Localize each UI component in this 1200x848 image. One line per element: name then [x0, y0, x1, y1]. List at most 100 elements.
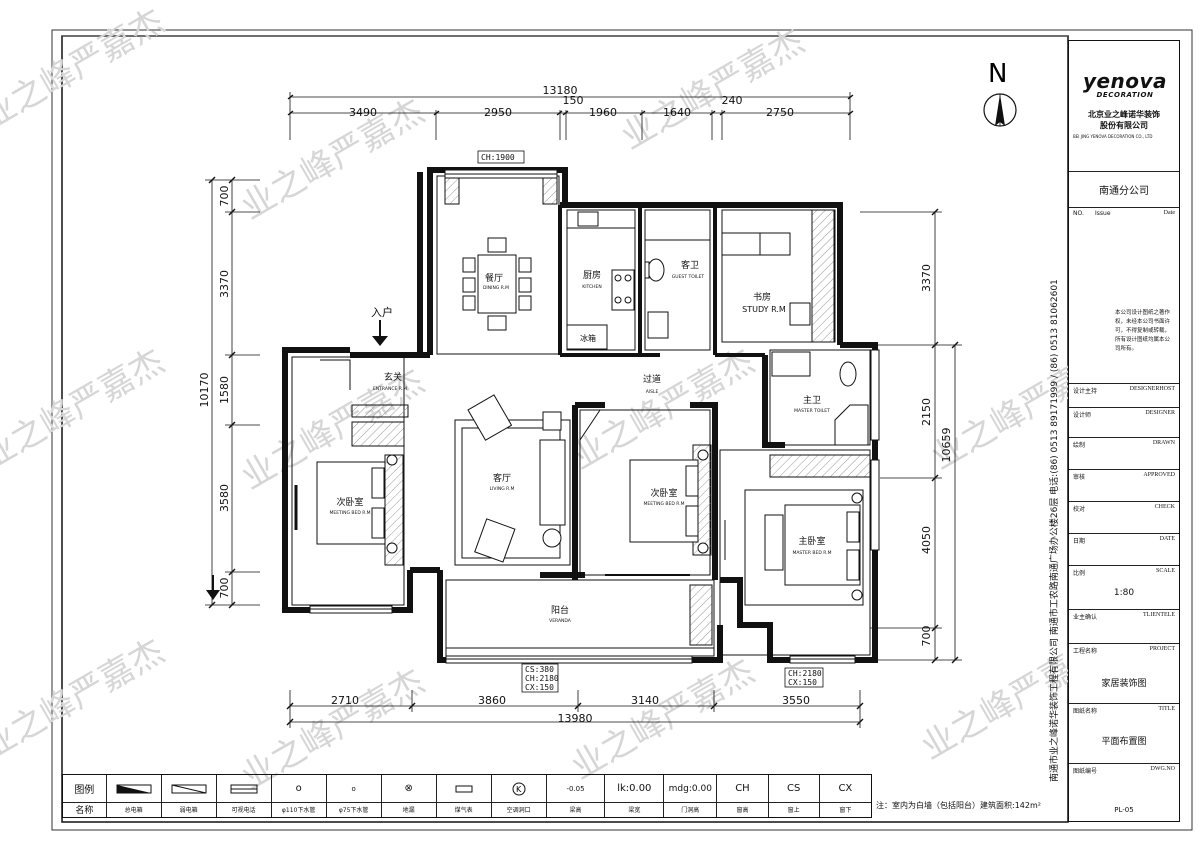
dim-left-seg: 1580 — [218, 376, 231, 404]
dim-right-seg: 700 — [920, 626, 933, 647]
room-labels: 餐厅 DINING R.M 厨房 KITCHEN 冰箱 客卫 GUEST TOI… — [329, 259, 831, 624]
legend-item: CX 窗下 — [819, 775, 871, 817]
study-desk-icon — [721, 232, 811, 326]
room-sublabel-living: LIVING R.M — [490, 486, 515, 492]
window-tag-balcony: CH:2180 — [525, 674, 559, 683]
dim-top-seg: 2950 — [484, 106, 512, 119]
watermark: 业之峰严嘉杰 — [0, 1, 171, 138]
dim-right-seg: 2150 — [920, 398, 933, 426]
legend-item-symbol: ⊗ — [381, 775, 436, 803]
legend-item: 煤气表 — [436, 775, 492, 817]
company-name: 北京业之峰诺华装饰 — [1088, 110, 1160, 119]
left-dimensions — [205, 176, 260, 609]
legend-item-name: 窗上 — [787, 806, 800, 814]
dim-top-total: 13180 — [543, 84, 578, 97]
dim-left-seg: 700 — [218, 578, 231, 599]
dim-bottom-total: 13980 — [558, 712, 593, 725]
top-dimensions — [287, 92, 854, 140]
room-label-aisle: 过道 — [643, 373, 661, 385]
dim-bottom-seg: 2710 — [331, 694, 359, 707]
legend-item: CH 窗高 — [717, 775, 769, 817]
legend-item-symbol: -0.05 — [546, 775, 605, 803]
legend-item-symbol: mdg:0.00 — [664, 775, 717, 803]
legend-item: 总电箱 — [106, 775, 162, 817]
branch-row: 南通分公司 — [1069, 171, 1179, 207]
dim-top-seg: 3490 — [349, 106, 377, 119]
room-sublabel-entrance: ENTRANCE R.M — [373, 386, 407, 392]
legend-item-name: 梁高 — [569, 806, 582, 814]
revision-issue: Issue — [1095, 210, 1111, 217]
watermark: 业之峰严嘉杰 — [0, 631, 171, 768]
legend-item: CS 窗上 — [768, 775, 820, 817]
room-sublabel-bedroom-left: MEETING BED R.M — [329, 510, 370, 516]
watermark: 业之峰严嘉杰 — [565, 341, 762, 478]
window-tag-balcony: CX:150 — [525, 683, 554, 692]
room-sublabel-guest-toilet: GUEST TOILET — [672, 274, 705, 280]
legend-item-symbol: K — [516, 785, 522, 794]
legend-header: 图例 名称 — [63, 775, 107, 817]
bed-icon — [316, 449, 864, 606]
watermark: 业之峰严嘉杰 — [235, 91, 432, 228]
revision-date: Date — [1163, 210, 1175, 216]
logo-wordmark: yenova — [1082, 69, 1168, 93]
legend-item-symbol: o — [271, 775, 326, 803]
drawing-number-value: PL-05 — [1114, 806, 1134, 814]
room-label-living: 客厅 — [493, 472, 511, 484]
room-label-study: 书房 — [753, 291, 771, 303]
room-label-bedroom-left: 次卧室 — [336, 496, 363, 508]
room-label-guest-toilet: 客卫 — [681, 259, 699, 271]
room-sublabel-study: STUDY R.M — [742, 305, 786, 314]
legend-row-label: 名称 — [75, 805, 94, 816]
room-sublabel-aisle: AISLE — [646, 389, 659, 395]
room-label-master-bedroom: 主卧室 — [798, 535, 825, 547]
logo-subtitle: DECORATION — [1096, 91, 1154, 99]
room-sublabel-kitchen: KITCHEN — [582, 284, 602, 290]
drawing-title-value: 平面布置图 — [1101, 737, 1147, 747]
legend-table: 图例 名称 总电箱 弱电箱 可视电话 o φ110下水管 o φ75下水管 ⊗ … — [62, 774, 872, 818]
watermark-group: 业之峰严嘉杰 业之峰严嘉杰 业之峰严嘉杰 业之峰严嘉杰 业之峰严嘉杰 业之峰严嘉… — [0, 1, 1121, 798]
room-sublabel-master-toilet: MASTER TOILET — [794, 408, 830, 414]
dim-top-seg: 150 — [563, 94, 584, 107]
legend-item-name: 弱电箱 — [179, 806, 198, 814]
window-tag-top: CH:1900 — [481, 153, 515, 162]
legend-item-name: 空调洞口 — [506, 806, 531, 814]
watermark: 业之峰严嘉杰 — [0, 341, 171, 478]
top-dimension-labels: 13180 3490 2950 150 1960 1640 240 2750 — [349, 84, 794, 119]
company-address-vertical: 南通市业之峰诺华装饰工程有限公司 南通市工农路南通广场办公楼26层 电话:(86… — [1048, 279, 1060, 782]
bottom-dimension-labels: 2710 3860 3140 3550 13980 — [331, 694, 810, 725]
bottom-dimensions — [286, 690, 864, 728]
entry-label: 入户 — [371, 305, 393, 319]
legend-item-symbol: o — [326, 775, 381, 803]
window-tag-master: CH:2180 — [788, 669, 822, 678]
dim-top-seg: 1640 — [663, 106, 691, 119]
right-dimensions — [860, 208, 962, 664]
room-sublabel-bedroom-mid: MEETING BED R.M — [643, 501, 684, 507]
legend-row-label: 图例 — [63, 775, 106, 803]
scale-value: 1:80 — [1113, 588, 1135, 598]
dim-top-seg: 1960 — [589, 106, 617, 119]
legend-item-symbol: CS — [768, 775, 819, 803]
legend-item-name: 煤气表 — [454, 806, 473, 814]
entry-arrow-bottom-icon — [206, 575, 220, 600]
right-dimension-labels: 3370 2150 4050 700 10659 — [920, 264, 953, 647]
thin-walls — [291, 175, 871, 657]
room-sublabel-master-bedroom: MASTER BED R.M — [792, 550, 831, 556]
north-label: N — [988, 59, 1007, 89]
dim-top-seg: 240 — [722, 94, 743, 107]
legend-item: mdg:0.00 门洞高 — [664, 775, 718, 817]
dim-left-total: 10170 — [198, 373, 211, 408]
revision-row: NO. Issue Date — [1069, 207, 1179, 235]
room-label-master-toilet: 主卫 — [803, 394, 821, 406]
room-label-veranda: 阳台 — [551, 604, 569, 616]
left-dimension-labels: 10170 700 3370 1580 3580 700 — [198, 186, 231, 599]
window-tag-master: CX:150 — [788, 678, 817, 687]
legend-item-name: 门洞高 — [681, 806, 700, 814]
living-room-icon — [454, 394, 571, 566]
